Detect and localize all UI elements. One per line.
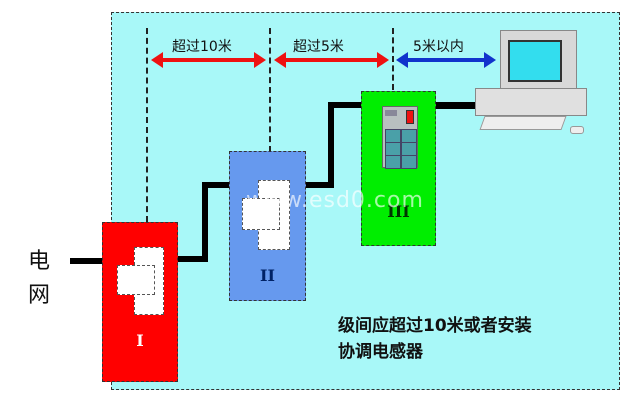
wire-2a	[304, 182, 334, 188]
distance-label-2: 超过5米	[293, 39, 344, 55]
power-conditioner-icon	[382, 106, 418, 169]
watermark: www.esd0.com	[246, 188, 424, 213]
wire-1b	[202, 182, 208, 262]
note-line-1: 级间应超过10米或者安装	[338, 316, 532, 336]
note-line-2: 协调电感器	[338, 342, 423, 362]
wire-2c	[328, 102, 364, 108]
stage-3-label: III	[387, 202, 410, 221]
marker-line-1	[146, 28, 148, 222]
marker-line-3	[392, 28, 394, 90]
wire-1a	[177, 256, 205, 262]
surge-protector-icon	[117, 265, 155, 295]
stage-2-label: II	[260, 266, 275, 285]
wire-2b	[328, 102, 334, 188]
surge-protector-icon	[242, 198, 280, 230]
stage-2-box: II	[229, 151, 306, 301]
marker-line-2	[269, 28, 271, 152]
stage-3-box: III	[361, 91, 436, 246]
distance-label-1: 超过10米	[172, 39, 232, 55]
wire-1c	[202, 182, 232, 188]
distance-arrow-3	[396, 52, 496, 68]
computer-icon	[470, 28, 590, 138]
stage-1-label: I	[136, 331, 144, 350]
wire-3	[435, 102, 475, 109]
distance-arrow-2	[274, 52, 389, 68]
grid-label: 电网	[28, 249, 51, 308]
stage-1-box: I	[102, 222, 178, 382]
distance-arrow-1	[151, 52, 266, 68]
distance-label-3: 5米以内	[413, 39, 464, 55]
wire-grid-in	[70, 258, 104, 264]
